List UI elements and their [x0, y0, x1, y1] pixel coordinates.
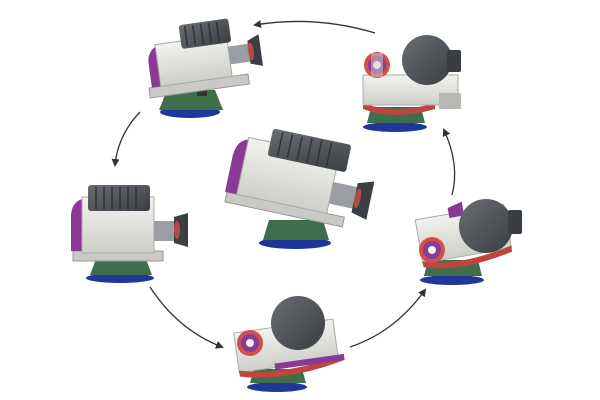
view-top-left — [148, 18, 263, 118]
arrow-left-upper — [111, 111, 141, 167]
view-center — [224, 128, 375, 249]
arrow-bottom-right — [349, 288, 427, 348]
cycle-arrows — [111, 20, 456, 349]
view-middle-right — [414, 199, 522, 285]
arrow-top — [253, 20, 376, 34]
arrow-right — [442, 128, 456, 196]
view-middle-left — [70, 185, 188, 283]
view-top-right — [362, 35, 461, 132]
arrow-left-lower — [149, 286, 224, 349]
view-bottom-center — [233, 296, 345, 392]
